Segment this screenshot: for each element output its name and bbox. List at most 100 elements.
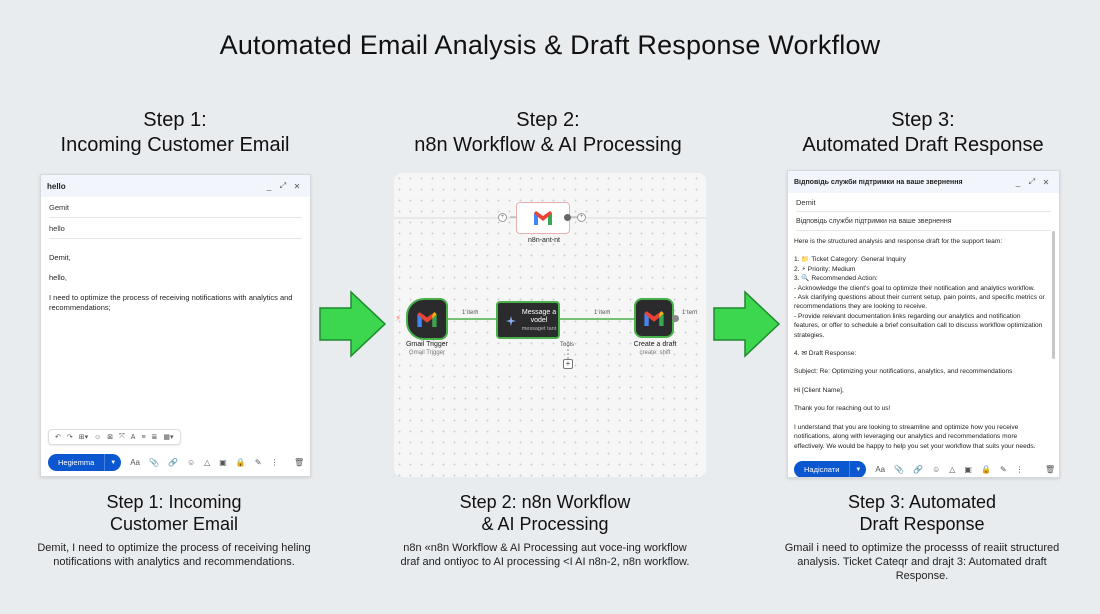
top-gmail-node[interactable] bbox=[516, 202, 570, 234]
trash-icon[interactable]: 🗑 bbox=[294, 458, 305, 467]
step1-caption-title: Step 1: Incoming Customer Email bbox=[24, 491, 324, 535]
edge-label: 1 item bbox=[462, 310, 479, 316]
email1-body[interactable]: Demit, hello, I need to optimize the pro… bbox=[41, 245, 310, 331]
redo-icon[interactable]: ↷ bbox=[66, 434, 73, 441]
node-output-handle[interactable] bbox=[672, 315, 679, 322]
email3-send-row: Надіслати ▼ Aa 📎 🔗 ☺ △ ▣ 🔒 ✎ ⋮ bbox=[794, 461, 1024, 477]
attach-icon[interactable]: 📎 bbox=[894, 465, 905, 474]
gmail-trigger-node[interactable] bbox=[406, 298, 448, 340]
ai-node-title2: vodel bbox=[530, 317, 548, 324]
step2-heading-line2: n8n Workflow & AI Processing bbox=[414, 134, 682, 156]
draft-response-window: Відповідь служби підтримки на ваше зверн… bbox=[787, 170, 1060, 478]
expand-icon[interactable]: ⤢ bbox=[279, 181, 287, 190]
create-draft-title: Create a draft bbox=[633, 341, 677, 348]
step3-caption-line2: Draft Response bbox=[859, 514, 985, 534]
email1-header: hello _ ⤢ ✕ bbox=[41, 175, 310, 197]
send-options-icon[interactable]: ▼ bbox=[104, 454, 121, 471]
tools-label: Tools bbox=[560, 342, 575, 348]
text-color-icon[interactable]: A bbox=[130, 433, 136, 441]
node-add-handle[interactable]: + bbox=[577, 213, 586, 222]
font-format-icon[interactable]: Aa bbox=[875, 465, 886, 474]
step2-caption-title: Step 2: n8n Workflow & AI Processing bbox=[395, 491, 695, 535]
n8n-workflow-canvas[interactable]: + + n8n-ant-nt ⚡ Gmail Trigger Gmail Tri… bbox=[394, 173, 706, 477]
align-icon[interactable]: ≡ bbox=[141, 433, 146, 441]
table-icon[interactable]: ⊞▾ bbox=[78, 434, 89, 441]
send-options-icon[interactable]: ▼ bbox=[849, 461, 866, 477]
step2-caption-line2: & AI Processing bbox=[481, 514, 609, 534]
email1-subject-field[interactable]: hello bbox=[49, 218, 302, 239]
email3-body-line: Thank you for reaching out to us! bbox=[794, 405, 891, 413]
more-options-icon[interactable]: ⋮ bbox=[1015, 465, 1024, 474]
incoming-email-window: hello _ ⤢ ✕ Gemit hello Demit, hello, I … bbox=[40, 174, 311, 477]
step1-caption-body: Demit, I need to optimize the process of… bbox=[37, 542, 311, 568]
email3-body-line: 3. 🔍 Recommended Action: bbox=[794, 275, 878, 283]
email1-send-row: Hegiemma ▼ Aa 📎 🔗 ☺ △ ▣ 🔒 ✎ ⋮ bbox=[48, 454, 279, 471]
add-tool-button[interactable]: + bbox=[563, 359, 573, 369]
link-icon[interactable]: 🔗 bbox=[913, 465, 924, 474]
emoji-icon[interactable]: ☺ bbox=[932, 465, 941, 474]
minimize-icon[interactable]: _ bbox=[266, 181, 272, 191]
email1-body-line: Demit, bbox=[49, 253, 71, 262]
send-button[interactable]: Надіслати ▼ bbox=[794, 461, 867, 477]
step2-caption-body: n8n «n8n Workflow & AI Processing aut vo… bbox=[400, 542, 690, 568]
step1-heading-line1: Step 1: bbox=[143, 109, 207, 131]
signature-icon[interactable]: ✎ bbox=[999, 465, 1007, 474]
email3-body-line: 1. 📁 Ticket Category: General Inquiry bbox=[794, 256, 906, 264]
send-button[interactable]: Hegiemma ▼ bbox=[48, 454, 122, 471]
step2-caption-line1: Step 2: n8n Workflow bbox=[459, 492, 631, 512]
font-format-icon[interactable]: Aa bbox=[130, 458, 141, 467]
drive-icon[interactable]: △ bbox=[204, 458, 211, 467]
photo-icon[interactable]: ▣ bbox=[219, 458, 227, 467]
email3-to-field[interactable]: Demit bbox=[796, 193, 1051, 212]
undo-icon[interactable]: ↶ bbox=[55, 434, 61, 441]
attach-icon[interactable]: 📎 bbox=[149, 458, 159, 467]
email1-window-title: hello bbox=[47, 181, 66, 191]
lock-icon[interactable]: 🔒 bbox=[235, 458, 246, 467]
node-output-handle[interactable] bbox=[564, 214, 571, 221]
more-options-icon[interactable]: ⋮ bbox=[270, 458, 279, 467]
email3-body-line: Subject: Re: Optimizing your notificatio… bbox=[794, 368, 1013, 376]
ai-node-sub: messaget tant bbox=[521, 326, 557, 332]
page-title: Automated Email Analysis & Draft Respons… bbox=[219, 30, 881, 60]
more-format-icon[interactable]: ▦▾ bbox=[163, 434, 174, 441]
step3-heading-line1: Step 3: bbox=[891, 109, 955, 131]
lock-icon[interactable]: 🔒 bbox=[980, 465, 991, 474]
link-icon[interactable]: 🔗 bbox=[167, 458, 178, 467]
edge-label: 1 item bbox=[594, 310, 611, 316]
send-button-label: Hegiemma bbox=[58, 458, 95, 467]
formatting-toolbar: ↶ ↷ ⊞▾ ☺ ⊠ ⤧ A ≡ ≣ ▦▾ bbox=[48, 429, 181, 445]
gmail-icon bbox=[417, 311, 437, 327]
ai-sparkle-icon bbox=[506, 316, 516, 326]
list-icon[interactable]: ≣ bbox=[151, 434, 158, 441]
close-icon[interactable]: ✕ bbox=[293, 181, 301, 191]
minimize-icon[interactable]: _ bbox=[1015, 177, 1021, 187]
ai-node-title: Message a bbox=[521, 309, 557, 316]
email3-window-title: Відповідь служби підтримки на ваше зверн… bbox=[794, 178, 963, 186]
ai-message-node[interactable]: Message a vodel messaget tant bbox=[496, 301, 560, 339]
resize-icon[interactable]: ⤧ bbox=[119, 433, 125, 440]
node-input-handle[interactable]: + bbox=[498, 213, 507, 222]
email1-body-line: I need to optimize the process of receiv… bbox=[49, 293, 293, 312]
image-icon[interactable]: ⊠ bbox=[107, 434, 114, 441]
email3-subject-field[interactable]: Відповідь служби підтримки на ваше зверн… bbox=[796, 212, 1051, 231]
scrollbar[interactable] bbox=[1052, 231, 1055, 359]
step3-caption-line1: Step 3: Automated bbox=[847, 492, 997, 512]
close-icon[interactable]: ✕ bbox=[1042, 177, 1050, 187]
emoji-icon[interactable]: ☺ bbox=[186, 458, 196, 467]
arrow-right-icon bbox=[319, 290, 387, 358]
email3-body-line: I understand that you are looking to str… bbox=[794, 423, 1036, 450]
email1-to-field[interactable]: Gemit bbox=[49, 197, 302, 218]
emoji-icon[interactable]: ☺ bbox=[94, 433, 102, 441]
trash-icon[interactable]: 🗑 bbox=[1045, 465, 1056, 474]
email3-body-line: Here is the structured analysis and resp… bbox=[794, 238, 1003, 245]
email3-body-line: Hi [Client Name], bbox=[794, 386, 844, 394]
email3-body-line: 2. ⚡ Priority: Medium bbox=[794, 265, 856, 273]
expand-icon[interactable]: ⤢ bbox=[1028, 177, 1036, 186]
gmail-icon bbox=[644, 310, 664, 326]
email3-body[interactable]: Here is the structured analysis and resp… bbox=[788, 231, 1059, 463]
signature-icon[interactable]: ✎ bbox=[254, 458, 262, 467]
email3-body-line: - Provide relevant documentation links r… bbox=[794, 312, 1043, 339]
create-draft-node[interactable] bbox=[634, 298, 674, 338]
drive-icon[interactable]: △ bbox=[949, 465, 956, 474]
photo-icon[interactable]: ▣ bbox=[964, 465, 972, 474]
